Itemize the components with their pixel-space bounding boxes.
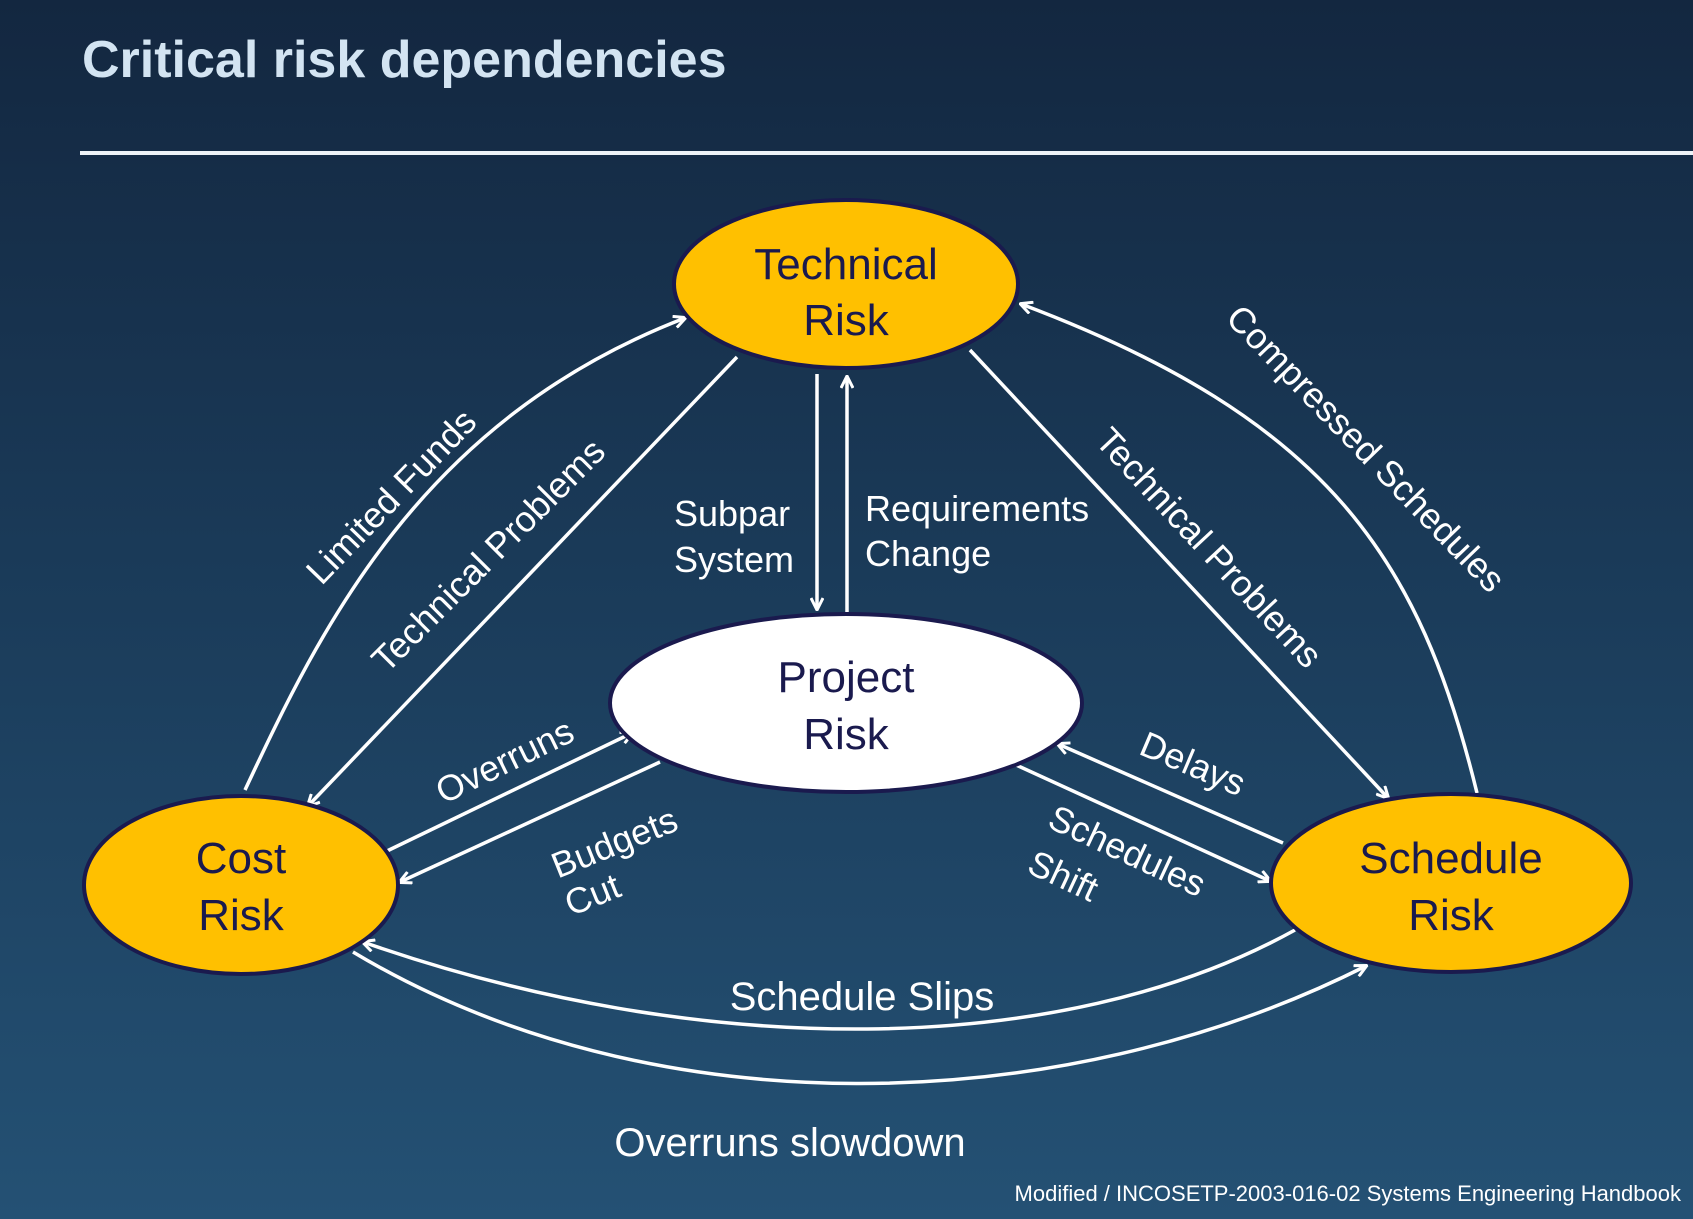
edge-overruns <box>386 733 632 853</box>
edge-limited-funds <box>243 318 685 791</box>
label-budgets-cut-line1: Budgets <box>545 799 683 887</box>
label-compressed-schedules: Compressed Schedules <box>1218 297 1513 600</box>
cost-risk-line2: Risk <box>198 891 285 940</box>
technical-risk-line2: Risk <box>803 296 890 345</box>
title-divider <box>80 151 1693 155</box>
source-citation: Modified / INCOSETP-2003-016-02 Systems … <box>1014 1181 1681 1206</box>
label-technical-problems-right: Technical Problems <box>1088 419 1331 675</box>
edges <box>243 304 1479 1086</box>
edge-schedules-shift <box>1013 762 1270 881</box>
label-schedule-slips: Schedule Slips <box>730 975 995 1019</box>
label-overruns-slowdown: Overruns slowdown <box>614 1121 965 1165</box>
page-title: Critical risk dependencies <box>82 31 727 89</box>
technical-risk-line1: Technical <box>754 240 937 289</box>
node-project-risk: Project Risk <box>608 612 1084 794</box>
edge-budgets-cut <box>400 760 661 882</box>
node-technical-risk: Technical Risk <box>672 198 1020 370</box>
edge-schedule-slips <box>363 928 1296 1031</box>
schedule-risk-line1: Schedule <box>1359 834 1542 883</box>
schedule-risk-line2: Risk <box>1408 891 1495 940</box>
cost-risk-line1: Cost <box>196 834 286 883</box>
node-cost-risk: Cost Risk <box>82 794 400 976</box>
edge-compressed-schedules <box>1021 304 1479 794</box>
edge-technical-problems-left <box>308 355 739 806</box>
label-requirements-change-line2: Change <box>865 533 991 574</box>
edge-overruns-slowdown <box>352 950 1366 1086</box>
label-overruns: Overruns <box>429 710 580 812</box>
label-requirements-change-line1: Requirements <box>865 488 1089 529</box>
edge-delays <box>1058 744 1284 845</box>
label-subpar-system-line1: Subpar <box>674 493 790 534</box>
project-risk-line2: Risk <box>803 710 890 759</box>
project-risk-line1: Project <box>778 653 915 702</box>
node-schedule-risk: Schedule Risk <box>1269 792 1633 974</box>
label-subpar-system-line2: System <box>674 539 794 580</box>
label-delays: Delays <box>1134 723 1251 804</box>
edge-technical-problems-right <box>968 348 1388 798</box>
